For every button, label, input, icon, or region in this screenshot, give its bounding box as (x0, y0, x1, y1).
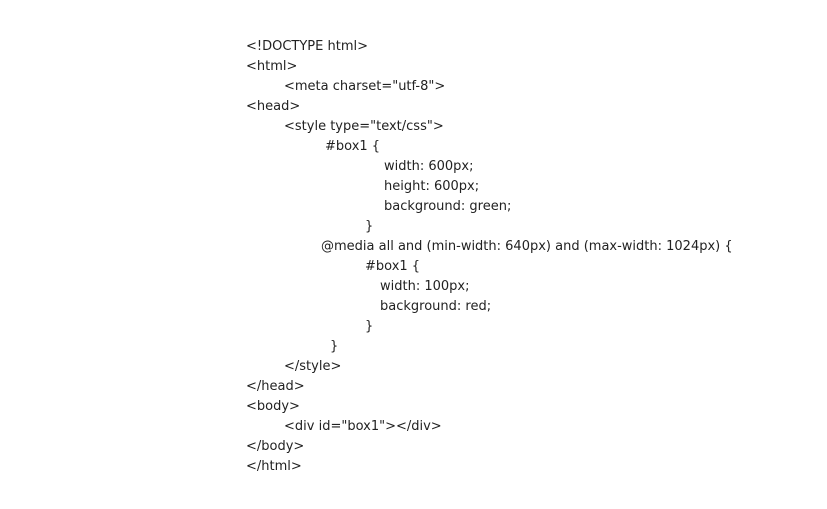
code-line-body-close: </body> (246, 439, 305, 454)
code-line-meta-charset: <meta charset="utf-8"> (284, 79, 446, 94)
code-line-style-open: <style type="text/css"> (284, 119, 444, 134)
code-line-media-box1-selector: #box1 { (365, 259, 421, 274)
code-line-doctype: <!DOCTYPE html> (246, 39, 368, 54)
code-line-style-close: </style> (284, 359, 342, 374)
code-line-box1-close: } (365, 219, 374, 234)
code-line-background-green: background: green; (384, 199, 512, 214)
code-line-width-600: width: 600px; (384, 159, 474, 174)
code-line-width-100: width: 100px; (380, 279, 470, 294)
code-line-height-600: height: 600px; (384, 179, 480, 194)
code-line-head-open: <head> (246, 99, 301, 114)
code-line-box1-selector: #box1 { (325, 139, 381, 154)
code-line-div-box1: <div id="box1"></div> (284, 419, 442, 434)
code-line-html-open: <html> (246, 59, 298, 74)
code-line-background-red: background: red; (380, 299, 492, 314)
code-line-body-open: <body> (246, 399, 300, 414)
code-line-media-box1-close: } (365, 319, 374, 334)
code-line-html-close: </html> (246, 459, 302, 474)
code-line-media-query: @media all and (min-width: 640px) and (m… (321, 239, 733, 254)
code-line-media-close: } (330, 339, 339, 354)
code-line-head-close: </head> (246, 379, 305, 394)
